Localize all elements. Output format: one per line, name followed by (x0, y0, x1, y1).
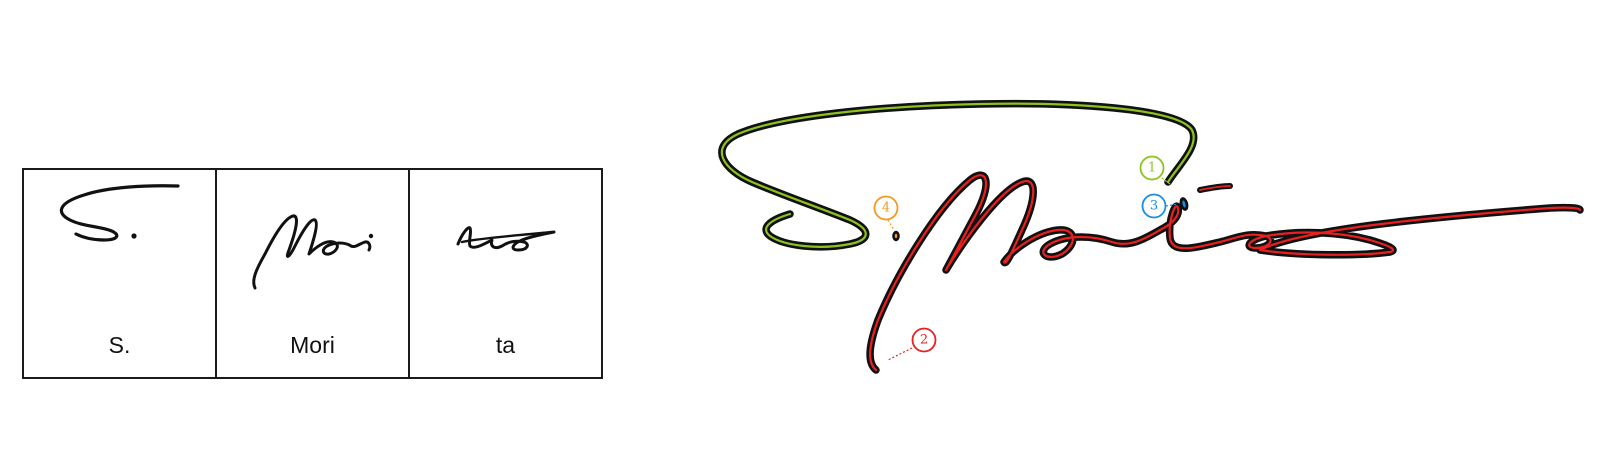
marker-4-number: 4 (882, 201, 890, 216)
marker-3-number: 3 (1150, 199, 1158, 214)
stroke-4 (892, 230, 900, 242)
stroke-3 (1179, 197, 1189, 211)
marker-1-number: 1 (1148, 161, 1156, 176)
stroke-2 (866, 171, 1584, 374)
signature-segment-ta (456, 226, 556, 252)
marker-3: 3 (1141, 193, 1179, 219)
segment-label: ta (495, 332, 516, 358)
segment-label: Mori (290, 332, 335, 358)
segment-label: S. (108, 332, 131, 358)
signature-segment-s (59, 184, 180, 242)
stroke-1 (718, 99, 1198, 251)
marker-1: 1 (1139, 155, 1171, 185)
stroke-1-trace (720, 102, 1195, 248)
segment-cell-s: S. (24, 170, 215, 377)
marker-4: 4 (873, 195, 899, 231)
segment-cell-mori: Mori (215, 170, 408, 377)
annotated-signature: 1 2 3 4 (718, 99, 1584, 374)
marker-2: 2 (887, 327, 937, 361)
segment-table: S. Mori ta (22, 168, 603, 379)
segment-cell-ta: ta (408, 170, 601, 377)
signature-segment-mori (252, 214, 374, 290)
stroke-2-trace (869, 174, 1582, 372)
marker-2-number: 2 (920, 333, 928, 348)
